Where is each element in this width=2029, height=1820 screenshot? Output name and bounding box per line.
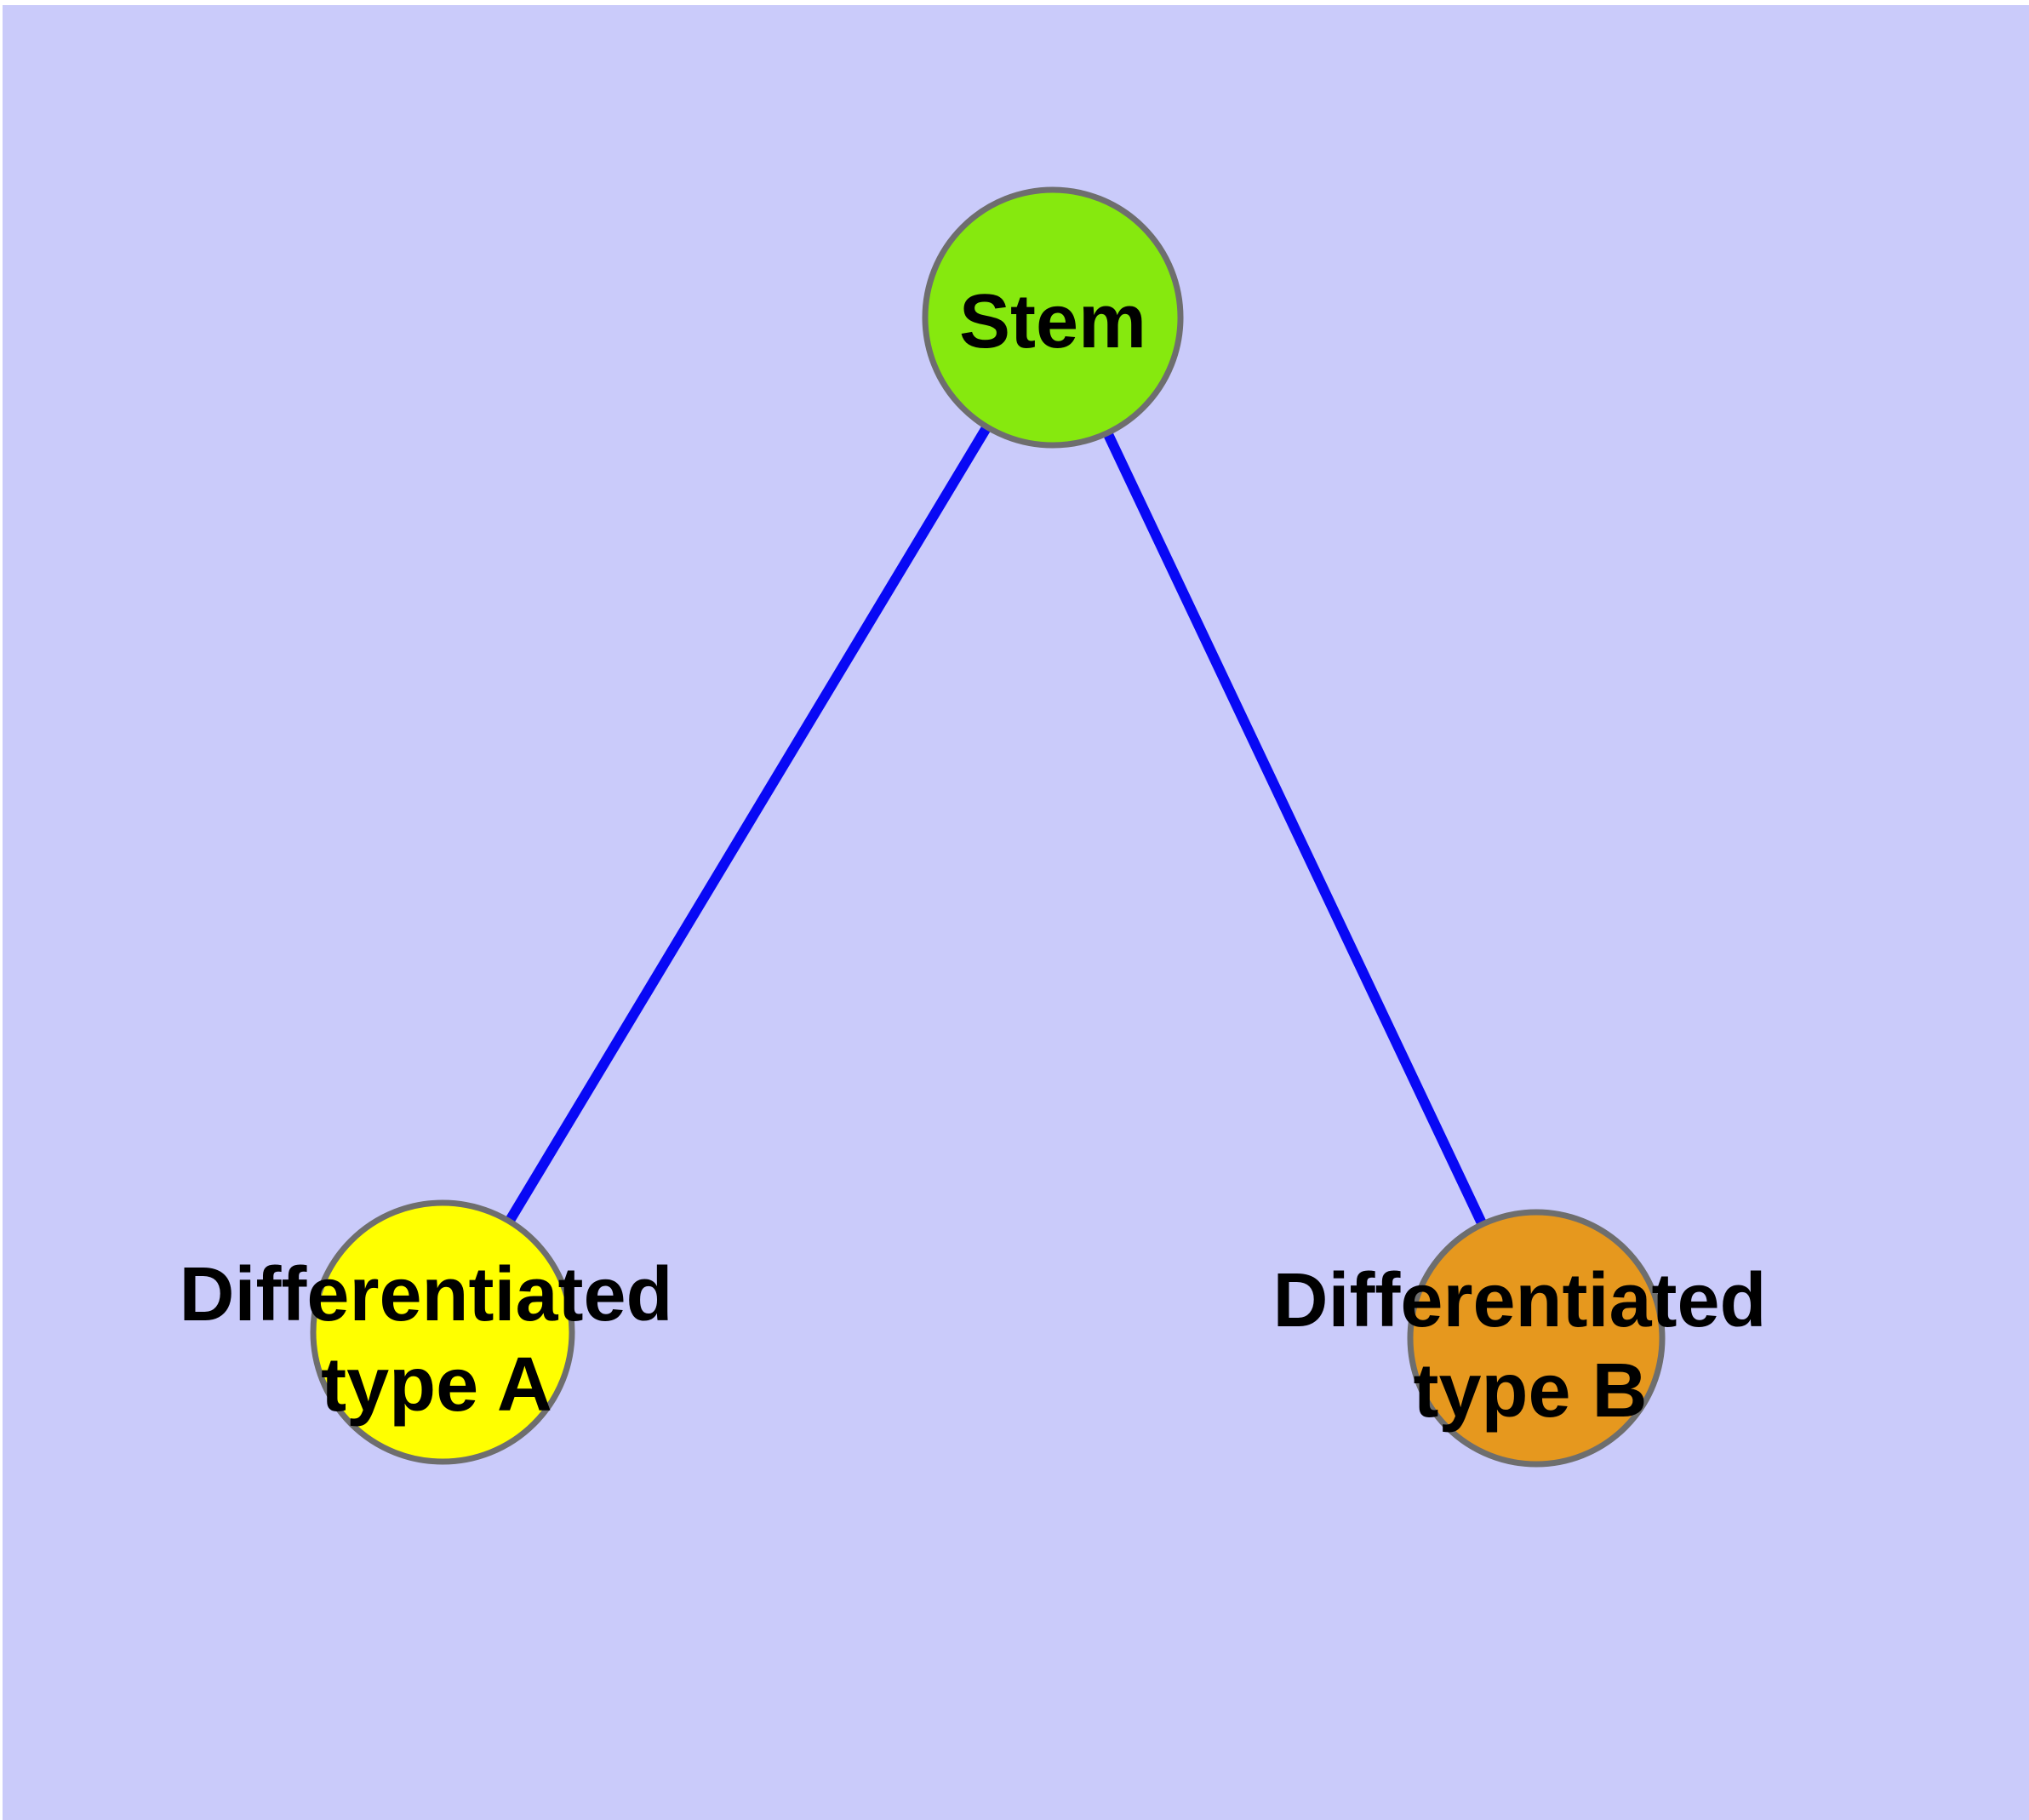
edge-stem-to-type-b xyxy=(1048,315,1541,1341)
node-stem-circle xyxy=(922,186,1184,449)
node-type-b-label-line-2: type B xyxy=(1413,1348,1647,1434)
node-stem-label: Stem xyxy=(959,279,1146,364)
node-type-a-circle xyxy=(310,1199,575,1465)
node-type-a-label: Differentiated type A xyxy=(179,1252,694,1428)
node-type-a-label-line-2: type A xyxy=(321,1342,552,1428)
edge-stem-to-type-a xyxy=(437,314,1058,1336)
node-type-b-circle xyxy=(1407,1209,1666,1468)
node-type-b-label: Differentiated type B xyxy=(1272,1258,1787,1434)
node-type-a-label-line-1: Differentiated xyxy=(179,1252,672,1337)
node-type-b-label-line-1: Differentiated xyxy=(1272,1258,1766,1343)
